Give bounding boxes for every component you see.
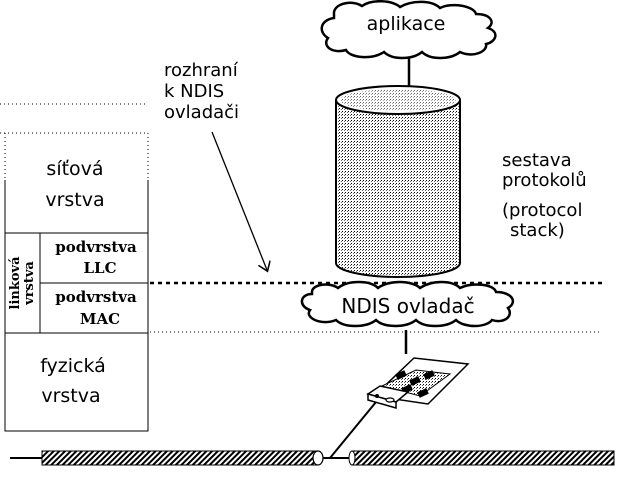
ndis-interface-annotation: rozhraní k NDIS ovladači: [164, 60, 267, 270]
protocol-stack-en-line-2: stack): [510, 220, 565, 241]
protocol-stack-cylinder-icon: [335, 85, 461, 278]
network-layer-line-1: síťová: [46, 158, 103, 180]
ndis-interface-line-1: rozhraní: [164, 60, 239, 81]
protocol-stack-en-line-1: (protocol: [502, 200, 582, 221]
protocol-stack-label-line-1: sestava: [502, 150, 572, 171]
llc-sublayer-line-2: LLC: [83, 259, 116, 277]
network-layer-line-2: vrstva: [45, 189, 104, 211]
physical-layer-line-1: fyzická: [40, 355, 106, 377]
protocol-stack-label-line-2: protokolů: [502, 170, 587, 191]
ndis-interface-arrow: [211, 131, 267, 270]
physical-layer-line-2: vrstva: [41, 385, 100, 407]
coaxial-cable-icon: [10, 450, 615, 466]
physical-layer-box: fyzická vrstva: [4, 332, 149, 432]
data-link-layer-box: linková vrstva podvrstva LLC podvrstva M…: [4, 232, 149, 334]
ndis-interface-line-2: k NDIS: [164, 81, 224, 102]
ndis-driver-cloud-shape: [300, 280, 515, 328]
application-cloud-shape: [320, 0, 497, 60]
llc-sublayer-line-1: podvrstva: [55, 238, 137, 256]
network-adapter-card-icon: [366, 357, 470, 409]
application-label: aplikace: [367, 13, 446, 35]
mac-sublayer-line-2: MAC: [80, 310, 120, 328]
adapter-drop-cable: [329, 401, 377, 459]
ndis-driver-label: NDIS ovladač: [341, 294, 474, 318]
osi-layer-column: síťová vrstva linková vrstva podvrstva L…: [0, 103, 149, 432]
network-layer-box: síťová vrstva: [4, 158, 149, 233]
ndis-interface-line-3: ovladači: [164, 102, 239, 123]
application-cloud: aplikace: [320, 0, 497, 60]
mac-sublayer-line-1: podvrstva: [55, 288, 137, 306]
ndis-driver-cloud: NDIS ovladač: [300, 280, 515, 328]
data-link-layer-line-1: linková: [8, 256, 23, 310]
data-link-layer-line-2: vrstva: [22, 261, 37, 306]
